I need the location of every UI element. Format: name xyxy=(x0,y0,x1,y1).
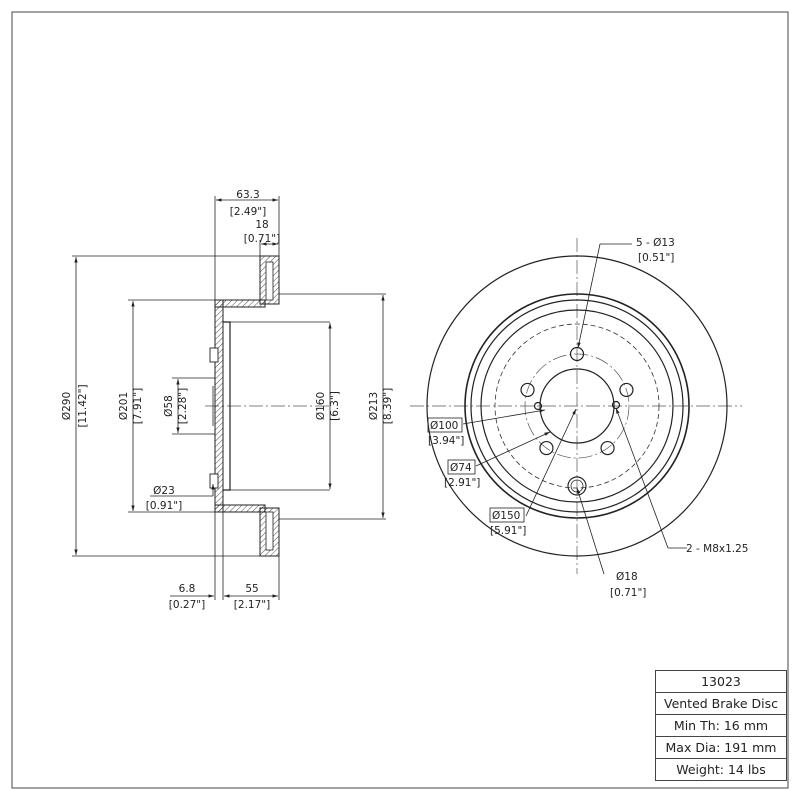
drawing-frame xyxy=(11,11,789,789)
hat-outer-circle xyxy=(480,309,674,503)
center-bore-in: [2.28"] xyxy=(177,388,189,424)
hat-outer-dia-in: [7.91"] xyxy=(132,388,144,424)
min-thickness: Min Th: 16 mm xyxy=(655,714,787,737)
spec-table: 13023 Vented Brake Disc Min Th: 16 mm Ma… xyxy=(655,670,787,781)
rotor-thickness-mm: 18 xyxy=(255,219,268,231)
large-hole-mm: Ø18 xyxy=(616,571,638,583)
center-bore-mm: Ø58 xyxy=(163,395,175,417)
width-total-mm: 63.3 xyxy=(236,189,259,201)
lug-holes xyxy=(520,346,634,496)
lug-holes-mm: 5 - Ø13 xyxy=(636,237,675,249)
pilot-mm: Ø74 xyxy=(450,462,472,474)
large-hole xyxy=(567,476,587,496)
friction-inner-edge-2 xyxy=(470,299,684,513)
inner-drum-dia-mm: Ø160 xyxy=(315,392,327,420)
large-hole-in: [0.71"] xyxy=(610,587,646,599)
pilot-in: [2.91"] xyxy=(444,477,480,489)
hat-height-in: [2.17"] xyxy=(234,599,270,611)
friction-inner-dia-mm: Ø213 xyxy=(368,392,380,420)
threaded-hole xyxy=(533,401,543,411)
lug-holes-in: [0.51"] xyxy=(638,252,674,264)
center-bore xyxy=(539,368,615,444)
friction-inner-dia-in: [8.39"] xyxy=(382,388,394,424)
part-description: Vented Brake Disc xyxy=(655,692,787,715)
lug-hole xyxy=(569,346,585,362)
threaded-holes-mm: 2 - M8x1.25 xyxy=(686,543,748,555)
bolt-circle xyxy=(524,353,630,459)
small-hole-mm: Ø23 xyxy=(153,485,175,497)
small-hole-in: [0.91"] xyxy=(146,500,182,512)
lug-hole xyxy=(520,382,535,398)
mounting-flange xyxy=(214,299,224,513)
bolt-circle-mm: Ø100 xyxy=(430,420,458,432)
hat-outer-dia-mm: Ø201 xyxy=(118,392,130,420)
outer-circle-mm: Ø150 xyxy=(492,510,520,522)
lug-hole xyxy=(619,382,634,398)
bolt-circle-in: [3.94"] xyxy=(428,435,464,447)
hat-height-mm: 55 xyxy=(245,583,258,595)
flange-thickness-mm: 6.8 xyxy=(179,583,196,595)
side-section-view xyxy=(72,196,386,600)
weight: Weight: 14 lbs xyxy=(655,758,787,781)
inner-drum-dia-in: [6.3"] xyxy=(329,391,341,421)
part-number: 13023 xyxy=(655,670,787,693)
friction-inner-edge-1 xyxy=(464,293,690,519)
rotor-outer-edge xyxy=(426,255,728,557)
outer-dia-in: [11.42"] xyxy=(77,384,89,427)
outer-dia-mm: Ø290 xyxy=(61,392,73,420)
front-leaders xyxy=(462,243,687,575)
lug-hole xyxy=(539,440,554,456)
front-view xyxy=(410,238,742,574)
lug-hole xyxy=(600,440,615,456)
outer-circle-in: [5.91"] xyxy=(490,525,526,537)
flange-thickness-in: [0.27"] xyxy=(169,599,205,611)
max-diameter: Max Dia: 191 mm xyxy=(655,736,787,759)
rotor-thickness-in: [0.71"] xyxy=(244,233,280,245)
width-total-in: [2.49"] xyxy=(230,206,266,218)
